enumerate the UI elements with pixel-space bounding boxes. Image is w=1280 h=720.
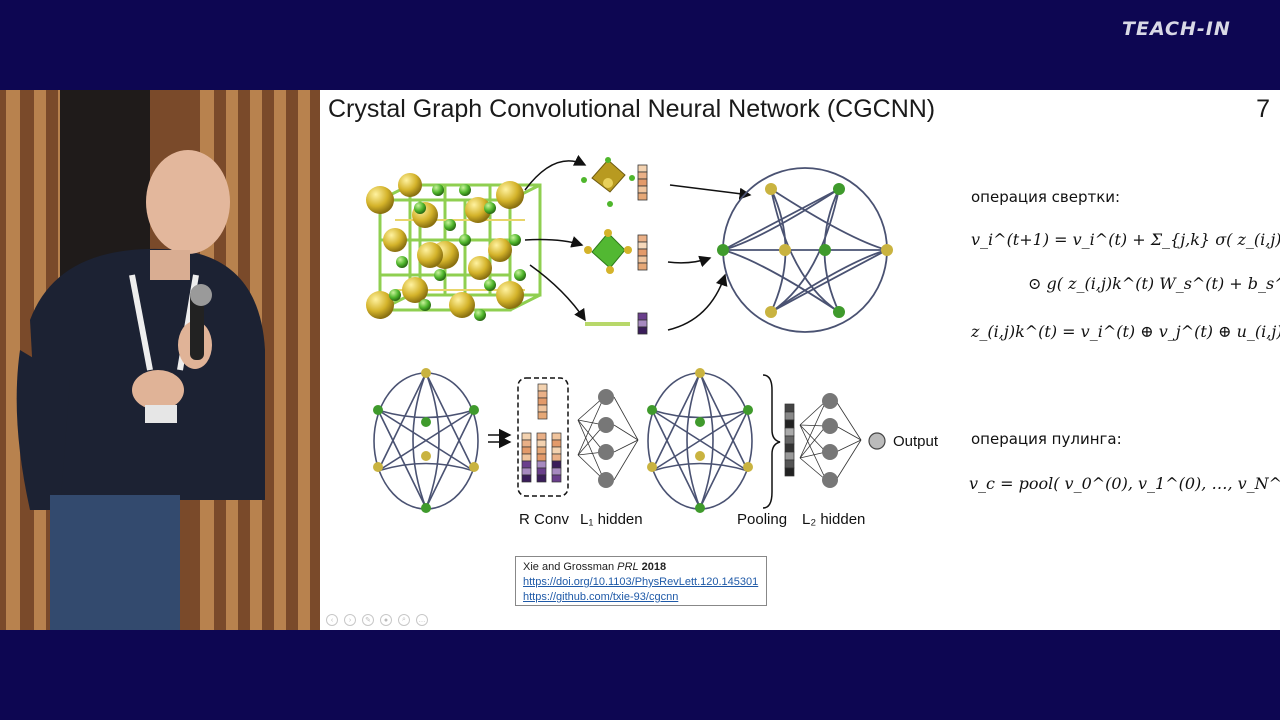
crystal-graph-nodes [717, 183, 893, 318]
r-conv-box [517, 377, 569, 497]
conv-heading: операция свертки: [971, 188, 1121, 206]
broadcaster-logo: TEACH-IN [1122, 18, 1231, 40]
reference-journal: PRL [617, 561, 639, 573]
label-pooling: Pooling [737, 511, 788, 528]
graph-arrows [667, 184, 752, 331]
prev-slide-icon[interactable]: ‹ [326, 614, 338, 626]
input-graph [373, 372, 479, 510]
l2-hidden-layer [799, 393, 862, 488]
slide-controls: ‹ › ✎ ● ⌕ … [326, 614, 428, 626]
output-node [868, 432, 886, 450]
label-output: Output [893, 433, 939, 450]
zoom-icon[interactable]: ⌕ [398, 614, 410, 626]
hidden-graph [647, 372, 753, 510]
formula-z: z_(i,j)k^(t) = v_i^(t) ⊕ v_j^(t) ⊕ u_(i,… [971, 322, 1280, 341]
pointer-icon[interactable]: ● [380, 614, 392, 626]
label-l2-hidden: L₂ hidden [802, 511, 866, 528]
local-environments [581, 157, 635, 326]
presenter-video [0, 90, 320, 630]
double-arrow [488, 428, 512, 449]
top-band [0, 0, 1280, 90]
extraction-arrows [524, 154, 587, 322]
next-slide-icon[interactable]: › [344, 614, 356, 626]
label-l1-hidden: L₁ hidden [580, 511, 643, 528]
r-conv-bars [521, 383, 562, 483]
pooled-vector [784, 403, 795, 477]
pool-heading: операция пулинга: [971, 430, 1122, 448]
reference-box: Xie and Grossman PRL 2018 https://doi.or… [515, 556, 767, 606]
crystal-structure [366, 173, 542, 321]
pen-icon[interactable]: ✎ [362, 614, 374, 626]
label-r-conv: R Conv [519, 511, 570, 528]
crystal-graph [722, 167, 888, 333]
reference-authors: Xie and Grossman [523, 561, 615, 573]
presentation-slide: Crystal Graph Convolutional Neural Netwo… [320, 90, 1280, 630]
presenter-illustration [0, 90, 320, 630]
slide-title: Crystal Graph Convolutional Neural Netwo… [328, 95, 936, 123]
formula-conv-line2: ⊙ g( z_(i,j)k^(t) W_s^(t) + b_s^(t) ) [1028, 274, 1280, 293]
feature-vectors [637, 164, 648, 335]
formula-pool: v_c = pool( v_0^(0), v_1^(0), …, v_N^(0)… [969, 474, 1280, 493]
reference-citation: Xie and Grossman PRL 2018 [523, 560, 759, 575]
bottom-band [0, 630, 1280, 720]
doi-link[interactable]: https://doi.org/10.1103/PhysRevLett.120.… [523, 576, 759, 588]
cgcnn-diagram [366, 154, 893, 513]
slide-page-number: 7 [1256, 95, 1270, 123]
reference-year: 2018 [641, 561, 667, 573]
pooling-brace [762, 374, 781, 509]
more-icon[interactable]: … [416, 614, 428, 626]
github-link[interactable]: https://github.com/txie-93/cgcnn [523, 591, 679, 603]
formula-conv-line1: v_i^(t+1) = v_i^(t) + Σ_{j,k} σ( z_(i,j)… [971, 230, 1280, 249]
l1-hidden-layer [577, 389, 639, 488]
